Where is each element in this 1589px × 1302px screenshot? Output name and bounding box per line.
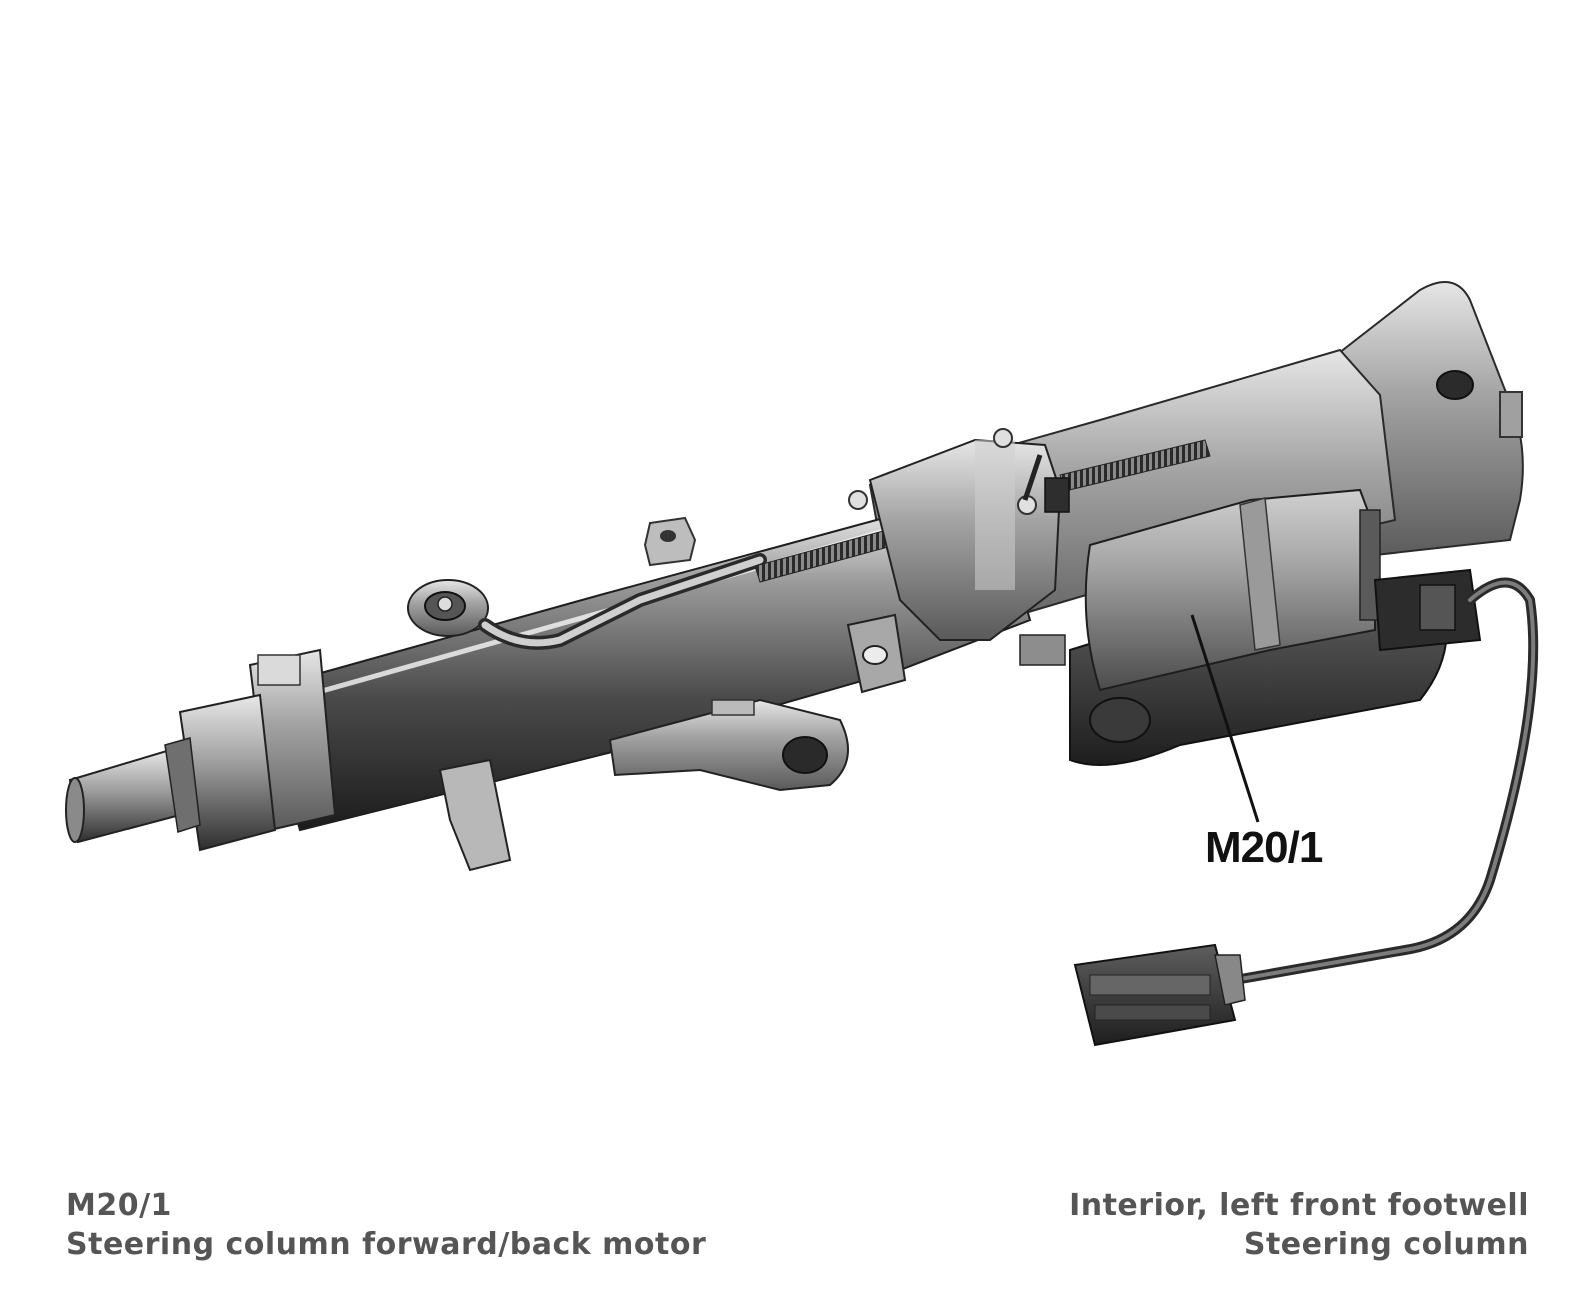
adjustment-carriage: [848, 428, 1070, 666]
steering-shaft-end: [65, 693, 277, 852]
steering-column-illustration: M20/1: [65, 281, 1539, 1047]
front-collar: [248, 648, 337, 832]
callout-label: M20/1: [1205, 823, 1323, 872]
motor-cable: [1230, 577, 1539, 985]
component-location: Interior, left front footwell: [1069, 1188, 1529, 1223]
caption-left: M20/1 Steering column forward/back motor: [66, 1186, 706, 1264]
lower-clip: [438, 758, 512, 872]
linkage-rod: [478, 553, 767, 650]
cable-plug: [1073, 943, 1246, 1047]
component-description: Steering column forward/back motor: [66, 1227, 707, 1262]
component-code: M20/1: [66, 1188, 172, 1223]
motor-wire-connector: [1373, 568, 1482, 652]
upper-mounting-tab: [643, 516, 697, 567]
ball-joint: [407, 579, 489, 637]
component-assembly: Steering column: [1243, 1227, 1529, 1262]
lower-mounting-bracket: [608, 698, 849, 792]
callout-leader-line: [1190, 614, 1260, 823]
side-bracket: [846, 613, 907, 694]
caption-right: Interior, left front footwell Steering c…: [1069, 1186, 1529, 1264]
forward-back-motor: [1084, 488, 1381, 692]
